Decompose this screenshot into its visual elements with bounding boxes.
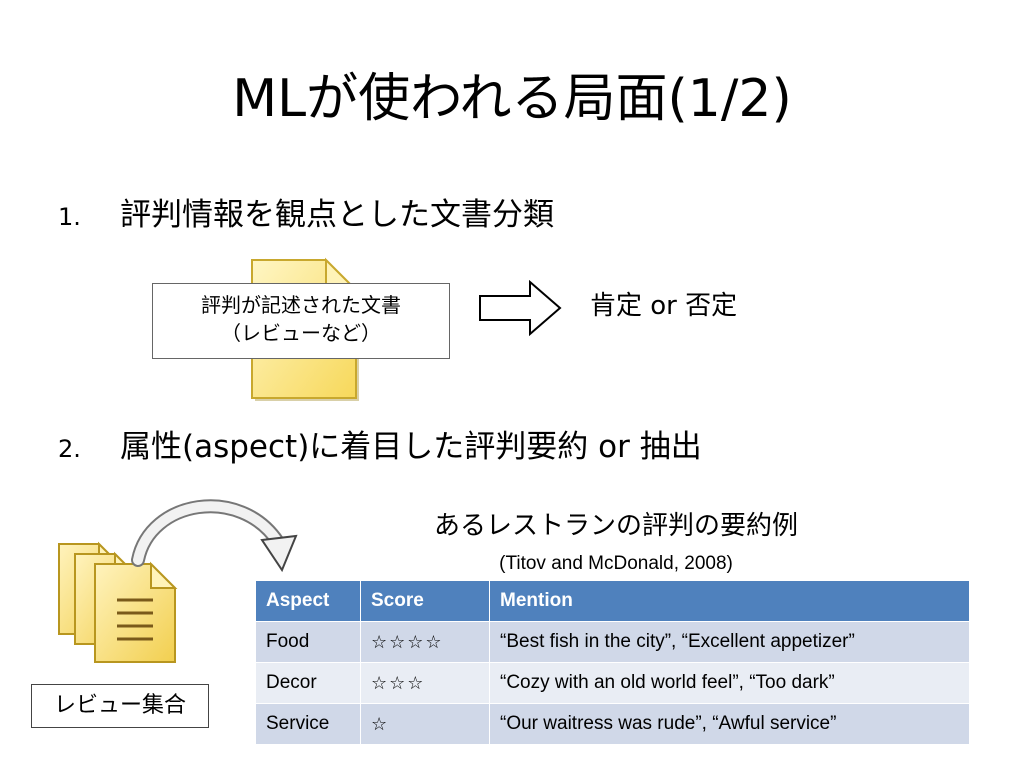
document-label-line2: （レビューなど） [221,321,381,345]
mention-cell: “Best fish in the city”, “Excellent appe… [489,621,969,663]
review-summary-table: Aspect Score Mention Food ☆☆☆☆ “Best fis… [256,581,969,744]
aspect-cell: Service [256,703,361,744]
aspect-cell: Food [256,621,361,663]
list-item-1: 1. 評判情報を観点とした文書分類 [58,195,554,237]
aspect-cell: Decor [256,662,361,704]
header-mention: Mention [489,581,969,622]
list-number-1: 1. [58,203,81,231]
slide-title: MLが使われる局面(1/2) [232,69,792,129]
document-label: 評判が記述された文書 （レビューなど） [152,283,450,359]
table-row: Food ☆☆☆☆ “Best fish in the city”, “Exce… [256,621,969,663]
score-stars: ☆☆☆ [360,662,490,704]
documents-stack-icon [58,541,178,663]
list-text-1: 評判情報を観点とした文書分類 [120,197,554,233]
document-label-line1: 評判が記述された文書 [201,293,401,317]
list-item-2: 2. 属性(aspect)に着目した評判要約 or 抽出 [58,427,702,469]
header-score: Score [360,581,490,622]
example-title: あるレストランの評判の要約例 [433,511,798,541]
table-row: Decor ☆☆☆ “Cozy with an old world feel”,… [256,662,969,704]
classification-result: 肯定 or 否定 [590,291,738,321]
review-set-label: レビュー集合 [31,684,209,728]
mention-cell: “Our waitress was rude”, “Awful service” [489,703,969,744]
citation: (Titov and McDonald, 2008) [499,553,733,574]
mention-cell: “Cozy with an old world feel”, “Too dark… [489,662,969,704]
curved-arrow-icon [131,499,298,573]
table-header-row: Aspect Score Mention [256,581,969,622]
arrow-right-icon [479,280,562,336]
list-text-2: 属性(aspect)に着目した評判要約 or 抽出 [120,429,702,465]
list-number-2: 2. [58,435,81,463]
score-stars: ☆☆☆☆ [360,621,490,663]
table-row: Service ☆ “Our waitress was rude”, “Awfu… [256,703,969,744]
header-aspect: Aspect [256,581,361,622]
score-stars: ☆ [360,703,490,744]
